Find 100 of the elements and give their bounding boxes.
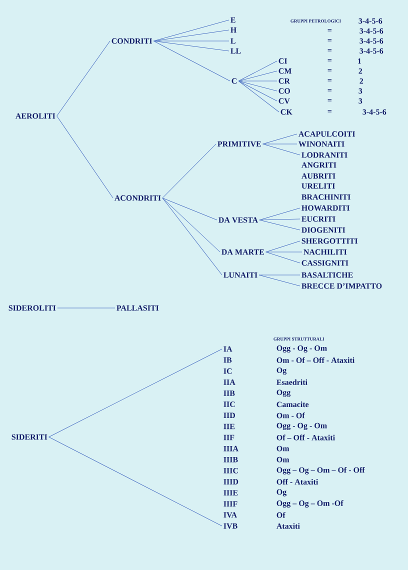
category-label: IA: [224, 346, 232, 352]
table-text: IIF: [224, 434, 234, 440]
branch-line: [48, 348, 222, 438]
category-label: H: [230, 27, 236, 33]
table-text: Om: [276, 446, 290, 452]
branch-line: [162, 198, 222, 276]
table-text: Camacite: [276, 402, 309, 408]
table-text: Om - Of – Off - Ataxiti: [276, 357, 354, 363]
branch-line: [238, 70, 278, 82]
table-text: Og: [276, 489, 287, 496]
table-text: AUBRITI: [301, 173, 336, 179]
table-text: IIC: [224, 402, 235, 407]
category-label: HOWARDITI: [302, 205, 350, 211]
category-label: WINONAITI: [298, 141, 344, 147]
branch-line: [259, 208, 300, 220]
branch-line: [266, 252, 300, 264]
table-text: Ogg - Og - Om: [276, 345, 327, 353]
table-text: IB: [224, 357, 232, 363]
table-text: URELITI: [302, 183, 335, 189]
table-text: Of: [276, 512, 286, 518]
category-label: SIDERITI: [12, 434, 48, 440]
table-text: Ogg – Og – Om – Of - Off: [276, 467, 365, 474]
category-label: PRIMITIVE: [218, 141, 261, 147]
table-text: =: [328, 39, 332, 42]
category-label: LODRANITI: [302, 152, 348, 158]
category-label: SHERGOTTITI: [302, 238, 358, 244]
category-label: CASSIGNITI: [302, 260, 348, 266]
table-text: 3-4-5-6: [362, 109, 386, 115]
category-label: PALLASITI: [116, 305, 159, 311]
category-label: L: [230, 38, 236, 44]
table-text: =: [328, 89, 332, 92]
branch-line: [153, 40, 230, 82]
table-text: IC: [224, 368, 232, 374]
category-label: E: [230, 17, 236, 23]
table-text: IIIC: [224, 468, 238, 474]
category-label: BASALTICHE: [302, 272, 353, 278]
category-label: CV: [278, 98, 290, 104]
category-label: C: [232, 78, 237, 84]
table-text: Esaedriti: [276, 379, 308, 385]
table-text: 2: [360, 78, 364, 84]
table-text: 1: [358, 58, 361, 64]
branch-line: [162, 144, 216, 198]
table-text: 3: [358, 98, 362, 104]
branch-line: [153, 40, 230, 52]
category-label: CONDRITI: [112, 38, 152, 44]
table-text: =: [328, 69, 332, 72]
table-text: IIIE: [224, 490, 238, 496]
branch-line: [48, 436, 222, 526]
table-text: IID: [224, 412, 235, 418]
category-label: LL: [230, 48, 241, 54]
branch-line: [153, 40, 230, 42]
table-text: =: [328, 49, 332, 52]
table-text: ANGRITI: [301, 162, 336, 168]
category-label: BRECCE D’IMPATTO: [302, 283, 382, 289]
table-text: 3-4-5-6: [358, 18, 382, 24]
category-label: CM: [278, 68, 292, 74]
branch-line: [238, 80, 278, 82]
table-text: =: [328, 110, 332, 112]
branch-line: [56, 40, 110, 116]
branch-line: [238, 80, 278, 102]
table-text: Ogg - Og - Om: [276, 422, 327, 430]
category-label: DA VESTA: [218, 217, 258, 223]
branch-line: [259, 220, 300, 230]
branch-line: [238, 60, 278, 82]
branch-line: [258, 274, 300, 276]
table-text: 3: [358, 88, 362, 94]
table-text: 3-4-5-6: [360, 48, 384, 54]
table-text: Ogg – Og – Om -Of: [276, 500, 344, 508]
category-label: CI: [278, 58, 288, 64]
table-text: IVA: [224, 512, 237, 518]
table-text: Om - Of: [276, 412, 305, 418]
table-text: IIE: [224, 424, 235, 430]
table-text: 2: [358, 68, 362, 74]
category-label: ACONDRITI: [114, 195, 161, 201]
table-text: 3-4-5-6: [360, 28, 384, 34]
table-text: Og: [276, 368, 287, 375]
table-text: Of – Off - Ataxiti: [276, 434, 335, 440]
branch-line: [266, 240, 300, 252]
table-text: Off - Ataxiti: [276, 478, 318, 485]
category-label: AEROLITI: [15, 113, 56, 119]
branch-line: [238, 80, 280, 112]
branch-line: [259, 218, 300, 220]
table-text: IIID: [224, 479, 238, 484]
category-label: SIDEROLITI: [8, 305, 56, 311]
table-text: IIIF: [224, 501, 238, 506]
category-label: LUNAITI: [224, 272, 258, 278]
table-text: BRACHINITI: [302, 194, 350, 200]
branch-line: [162, 198, 218, 220]
branch-line: [262, 144, 300, 156]
table-text: IIB: [224, 390, 235, 396]
branch-line: [153, 20, 230, 42]
category-label: EUCRITI: [302, 216, 336, 222]
table-text: Om: [276, 456, 290, 462]
category-label: DA MARTE: [222, 249, 264, 255]
table-text: Ogg: [276, 390, 291, 397]
table-text: =: [328, 59, 332, 62]
branch-line: [238, 80, 278, 92]
table-text: IIIA: [224, 446, 238, 452]
category-label: IVB: [224, 523, 238, 529]
category-label: CO: [278, 88, 290, 94]
